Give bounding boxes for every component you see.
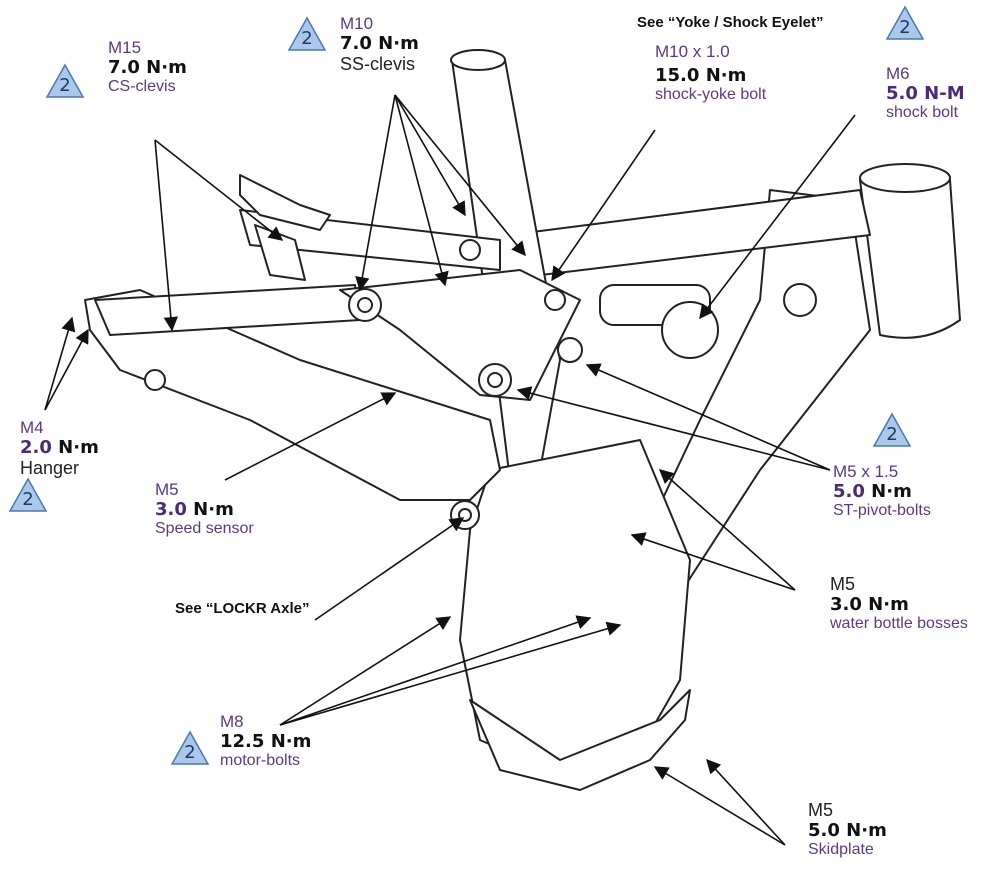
- leader-skid-2: [653, 766, 786, 846]
- part-name: Hanger: [20, 458, 80, 479]
- part-name: shock bolt: [886, 104, 959, 122]
- leader-speed: [224, 392, 397, 481]
- thread-size: M5: [155, 480, 179, 499]
- badge-number: 2: [301, 28, 313, 49]
- leader-water-1: [658, 469, 796, 591]
- callout-ss-clevis: M10 7.0 N·m SS-clevis: [340, 14, 419, 75]
- badge-number: 2: [899, 17, 911, 38]
- leader-skid-1: [706, 758, 786, 846]
- callout-motor-bolts: M8 12.5 N·m motor-bolts: [220, 712, 311, 771]
- leader-st-2: [516, 386, 831, 471]
- torque-spec: 15.0 N·m: [655, 64, 747, 86]
- part-name: motor-bolts: [220, 752, 301, 770]
- leader-yoke: [551, 129, 656, 282]
- see-reference: See “LOCKR Axle”: [175, 600, 310, 617]
- badge-number: 2: [184, 742, 196, 763]
- leader-ss-4: [394, 94, 526, 257]
- badge-triangle-icon: 2: [8, 477, 48, 513]
- thread-size: M8: [220, 712, 244, 731]
- callout-skidplate: M5 5.0 N·m Skidplate: [808, 800, 887, 860]
- thread-size: M10: [340, 14, 374, 33]
- part-name: shock-yoke bolt: [655, 86, 767, 104]
- callout-speed-sensor: M5 3.0 N·m Speed sensor: [155, 480, 254, 539]
- thread-size: M15: [108, 38, 142, 57]
- callout-shock-yoke: M10 x 1.0 15.0 N·m shock-yoke bolt: [655, 42, 766, 105]
- part-name: CS-clevis: [108, 78, 176, 96]
- leader-motor-1: [279, 616, 452, 726]
- leader-st-1: [585, 363, 831, 471]
- badge-number: 2: [59, 75, 71, 96]
- torque-spec: 2.0 N·m: [20, 436, 99, 458]
- part-name: Speed sensor: [155, 520, 254, 538]
- leader-ss-2: [394, 94, 449, 287]
- torque-spec: 7.0 N·m: [108, 56, 187, 78]
- thread-size: M5: [830, 574, 856, 594]
- leader-motor-3: [279, 621, 622, 726]
- thread-size: M10 x 1.0: [655, 42, 730, 61]
- leader-cs-1: [154, 139, 179, 332]
- torque-spec: 7.0 N·m: [340, 32, 419, 54]
- skidplate-part: [469, 689, 691, 791]
- dropout: [239, 174, 331, 231]
- leader-shock-bolt: [699, 114, 856, 320]
- torque-spec: 5.0 N-M: [886, 82, 965, 104]
- callout-st-pivot: M5 x 1.5 5.0 N·m ST-pivot-bolts: [833, 462, 931, 521]
- leader-lockr: [314, 517, 465, 621]
- head-tube: [859, 171, 961, 339]
- badge-triangle-icon: 2: [885, 5, 925, 41]
- torque-spec: 5.0 N·m: [833, 480, 912, 502]
- torque-spec: 5.0 N·m: [808, 819, 887, 841]
- thread-size: M5: [808, 800, 834, 820]
- leader-hanger-1: [44, 316, 76, 411]
- part-name: ST-pivot-bolts: [833, 502, 931, 520]
- torque-spec: 12.5 N·m: [220, 730, 312, 752]
- badge-triangle-icon: 2: [287, 16, 327, 52]
- thread-size: M4: [20, 418, 44, 437]
- callout-hanger: M4 2.0 N·m Hanger: [20, 418, 99, 479]
- part-name: water bottle bosses: [830, 615, 968, 633]
- torque-spec: 3.0 N·m: [155, 498, 234, 520]
- see-reference: See “Yoke / Shock Eyelet”: [637, 14, 824, 31]
- thread-size: M5 x 1.5: [833, 462, 899, 481]
- badge-number: 2: [886, 424, 898, 445]
- callout-water-bottle: M5 3.0 N·m water bottle bosses: [830, 574, 968, 634]
- badge-triangle-icon: 2: [45, 63, 85, 99]
- badge-triangle-icon: 2: [872, 412, 912, 448]
- callout-cs-clevis: M15 7.0 N·m CS-clevis: [108, 38, 187, 97]
- leader-ss-1: [355, 94, 396, 292]
- torque-spec: 3.0 N·m: [830, 593, 909, 615]
- leader-ss-3: [394, 94, 466, 217]
- leader-water-2: [630, 532, 796, 591]
- leader-motor-2: [279, 615, 592, 726]
- badge-triangle-icon: 2: [170, 730, 210, 766]
- chainstay: [84, 289, 501, 501]
- part-name: Skidplate: [808, 841, 874, 859]
- leader-hanger-2: [44, 328, 89, 411]
- callout-shock-bolt: M6 5.0 N-M shock bolt: [886, 64, 965, 123]
- leader-cs-2: [154, 139, 284, 241]
- badge-number: 2: [22, 489, 34, 510]
- thread-size: M6: [886, 64, 910, 83]
- part-name: SS-clevis: [340, 54, 416, 75]
